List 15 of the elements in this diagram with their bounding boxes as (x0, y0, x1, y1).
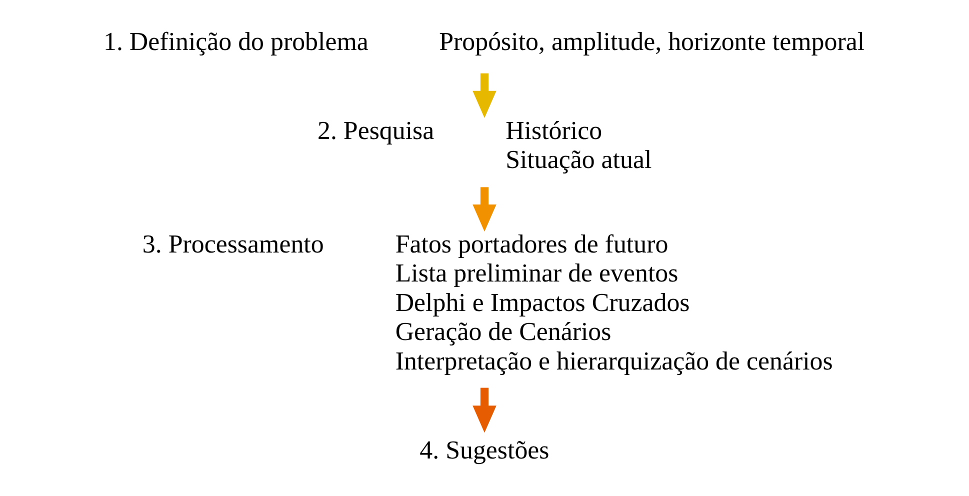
node-label: Situação atual (506, 145, 652, 174)
arrow (472, 73, 496, 118)
node-label: Geração de Cenários (395, 317, 612, 346)
arrow (472, 388, 496, 433)
node-label: Interpretação e hierarquização de cenários (395, 346, 833, 376)
node-text: 3. Processamento (142, 230, 324, 259)
node-label: Lista preliminar de eventos (395, 258, 678, 288)
arrow (472, 187, 496, 232)
node-text: 4. Sugestões (420, 435, 550, 464)
node-text: 2. Pesquisa (318, 116, 434, 146)
node-label: Delphi e Impactos Cruzados (395, 288, 690, 317)
node-text: 1. Definição do problema (104, 26, 368, 56)
node-label: Propósito, amplitude, horizonte temporal (439, 26, 865, 56)
node-label: Fatos portadores de futuro (395, 230, 668, 259)
node-label: Histórico (506, 116, 602, 146)
